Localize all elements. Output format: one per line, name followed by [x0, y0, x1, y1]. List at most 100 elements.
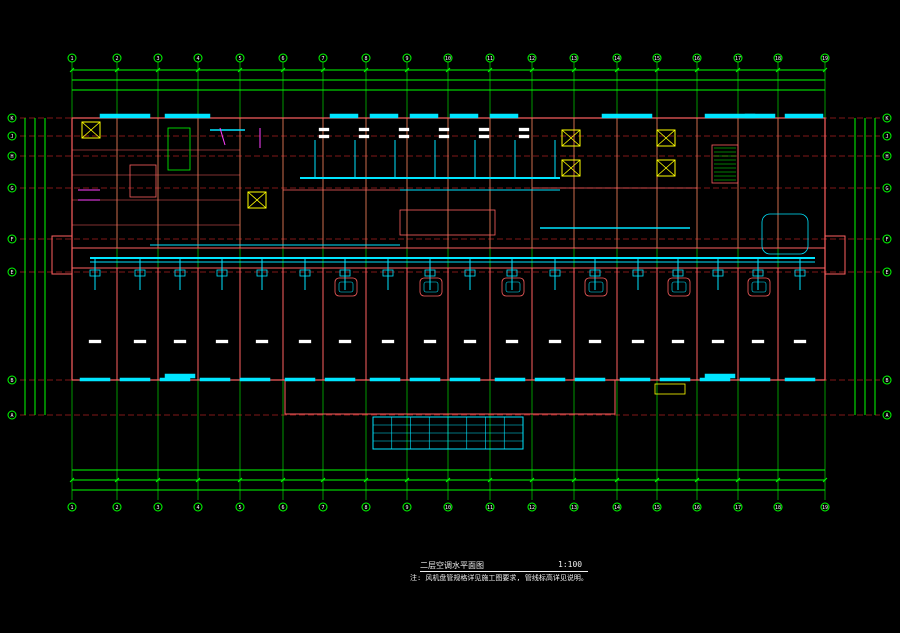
tick-bottom — [404, 477, 410, 483]
fan-coil-unit — [794, 269, 806, 277]
south-window — [574, 377, 606, 382]
column-label-bottom: 17 — [735, 505, 741, 511]
tick-top — [237, 67, 243, 73]
drawing-scale: 1:100 — [558, 560, 583, 569]
row-label-left: E — [10, 270, 13, 276]
room-tag — [463, 339, 477, 344]
north-room-tag — [398, 134, 410, 139]
fan-coil-inner — [588, 281, 604, 293]
fan-coil-unit — [299, 269, 311, 277]
shaft-box — [656, 159, 676, 177]
room-tag — [588, 339, 602, 344]
column-bubble-top — [820, 53, 830, 63]
row-label-left: B — [10, 378, 13, 384]
shaft-cross — [247, 191, 267, 209]
tick-bottom — [114, 477, 120, 483]
column-bubble-top — [402, 53, 412, 63]
column-label-bottom: 16 — [694, 505, 700, 511]
column-bubble-top — [235, 53, 245, 63]
room-tag — [751, 339, 765, 344]
column-bubble-top — [733, 53, 743, 63]
fan-coil-unit — [752, 269, 764, 277]
tick-top — [694, 67, 700, 73]
column-bubble-top — [112, 53, 122, 63]
row-bubble-right — [882, 234, 892, 244]
south-window-wide — [704, 373, 736, 379]
column-label-top: 12 — [529, 56, 535, 62]
column-bubble-top — [193, 53, 203, 63]
column-label-bottom: 1 — [70, 505, 73, 511]
fan-coil-inner — [505, 281, 521, 293]
row-label-left: F — [10, 237, 13, 243]
south-window — [284, 377, 316, 382]
fan-coil-box — [747, 277, 771, 297]
north-room-tag — [478, 127, 490, 132]
tick-bottom — [237, 477, 243, 483]
room-tag — [298, 339, 312, 344]
north-window — [601, 113, 653, 119]
column-bubble-bottom — [402, 502, 412, 512]
room-tag — [88, 339, 102, 344]
room-tag — [793, 339, 807, 344]
north-window — [489, 113, 519, 119]
north-room-tag — [438, 134, 450, 139]
column-bubble-top — [67, 53, 77, 63]
row-label-left: K — [10, 116, 13, 122]
column-bubble-bottom — [278, 502, 288, 512]
column-bubble-bottom — [443, 502, 453, 512]
title-underline — [420, 571, 588, 572]
fan-coil-box — [334, 277, 358, 297]
tick-bottom — [363, 477, 369, 483]
shaft-box — [81, 121, 101, 139]
tick-bottom — [445, 477, 451, 483]
south-window — [619, 377, 651, 382]
north-window — [744, 113, 776, 119]
column-bubble-top — [612, 53, 622, 63]
south-window — [784, 377, 816, 382]
south-window — [199, 377, 231, 382]
shaft-box — [561, 159, 581, 177]
fan-coil-box — [501, 277, 525, 297]
column-label-top: 7 — [321, 56, 324, 62]
row-bubble-left — [7, 113, 17, 123]
column-label-top: 1 — [70, 56, 73, 62]
north-room-tag — [518, 127, 530, 132]
column-bubble-top — [318, 53, 328, 63]
column-label-bottom: 18 — [775, 505, 781, 511]
fan-coil-unit — [672, 269, 684, 277]
column-label-top: 16 — [694, 56, 700, 62]
column-label-top: 11 — [487, 56, 493, 62]
row-label-right: H — [885, 154, 888, 160]
room-tag — [711, 339, 725, 344]
column-label-bottom: 6 — [281, 505, 284, 511]
room-tag — [173, 339, 187, 344]
south-window — [659, 377, 691, 382]
column-label-bottom: 7 — [321, 505, 324, 511]
column-bubble-bottom — [773, 502, 783, 512]
row-label-right: G — [885, 186, 888, 192]
tick-bottom — [155, 477, 161, 483]
column-label-top: 13 — [571, 56, 577, 62]
row-bubble-right — [882, 183, 892, 193]
row-label-left: G — [10, 186, 13, 192]
room-tag — [338, 339, 352, 344]
row-label-right: B — [885, 378, 888, 384]
column-label-bottom: 9 — [405, 505, 408, 511]
tick-top — [404, 67, 410, 73]
column-label-top: 6 — [281, 56, 284, 62]
east-bump — [824, 235, 846, 275]
column-label-bottom: 19 — [822, 505, 828, 511]
south-window — [369, 377, 401, 382]
tick-top — [571, 67, 577, 73]
tick-top — [320, 67, 326, 73]
fan-coil-inner — [423, 281, 439, 293]
column-label-top: 14 — [614, 56, 620, 62]
north-room-tag — [318, 127, 330, 132]
tick-top — [775, 67, 781, 73]
column-bubble-bottom — [235, 502, 245, 512]
row-bubble-right — [882, 267, 892, 277]
north-room-tag — [398, 127, 410, 132]
room-tag — [631, 339, 645, 344]
north-window — [409, 113, 439, 119]
